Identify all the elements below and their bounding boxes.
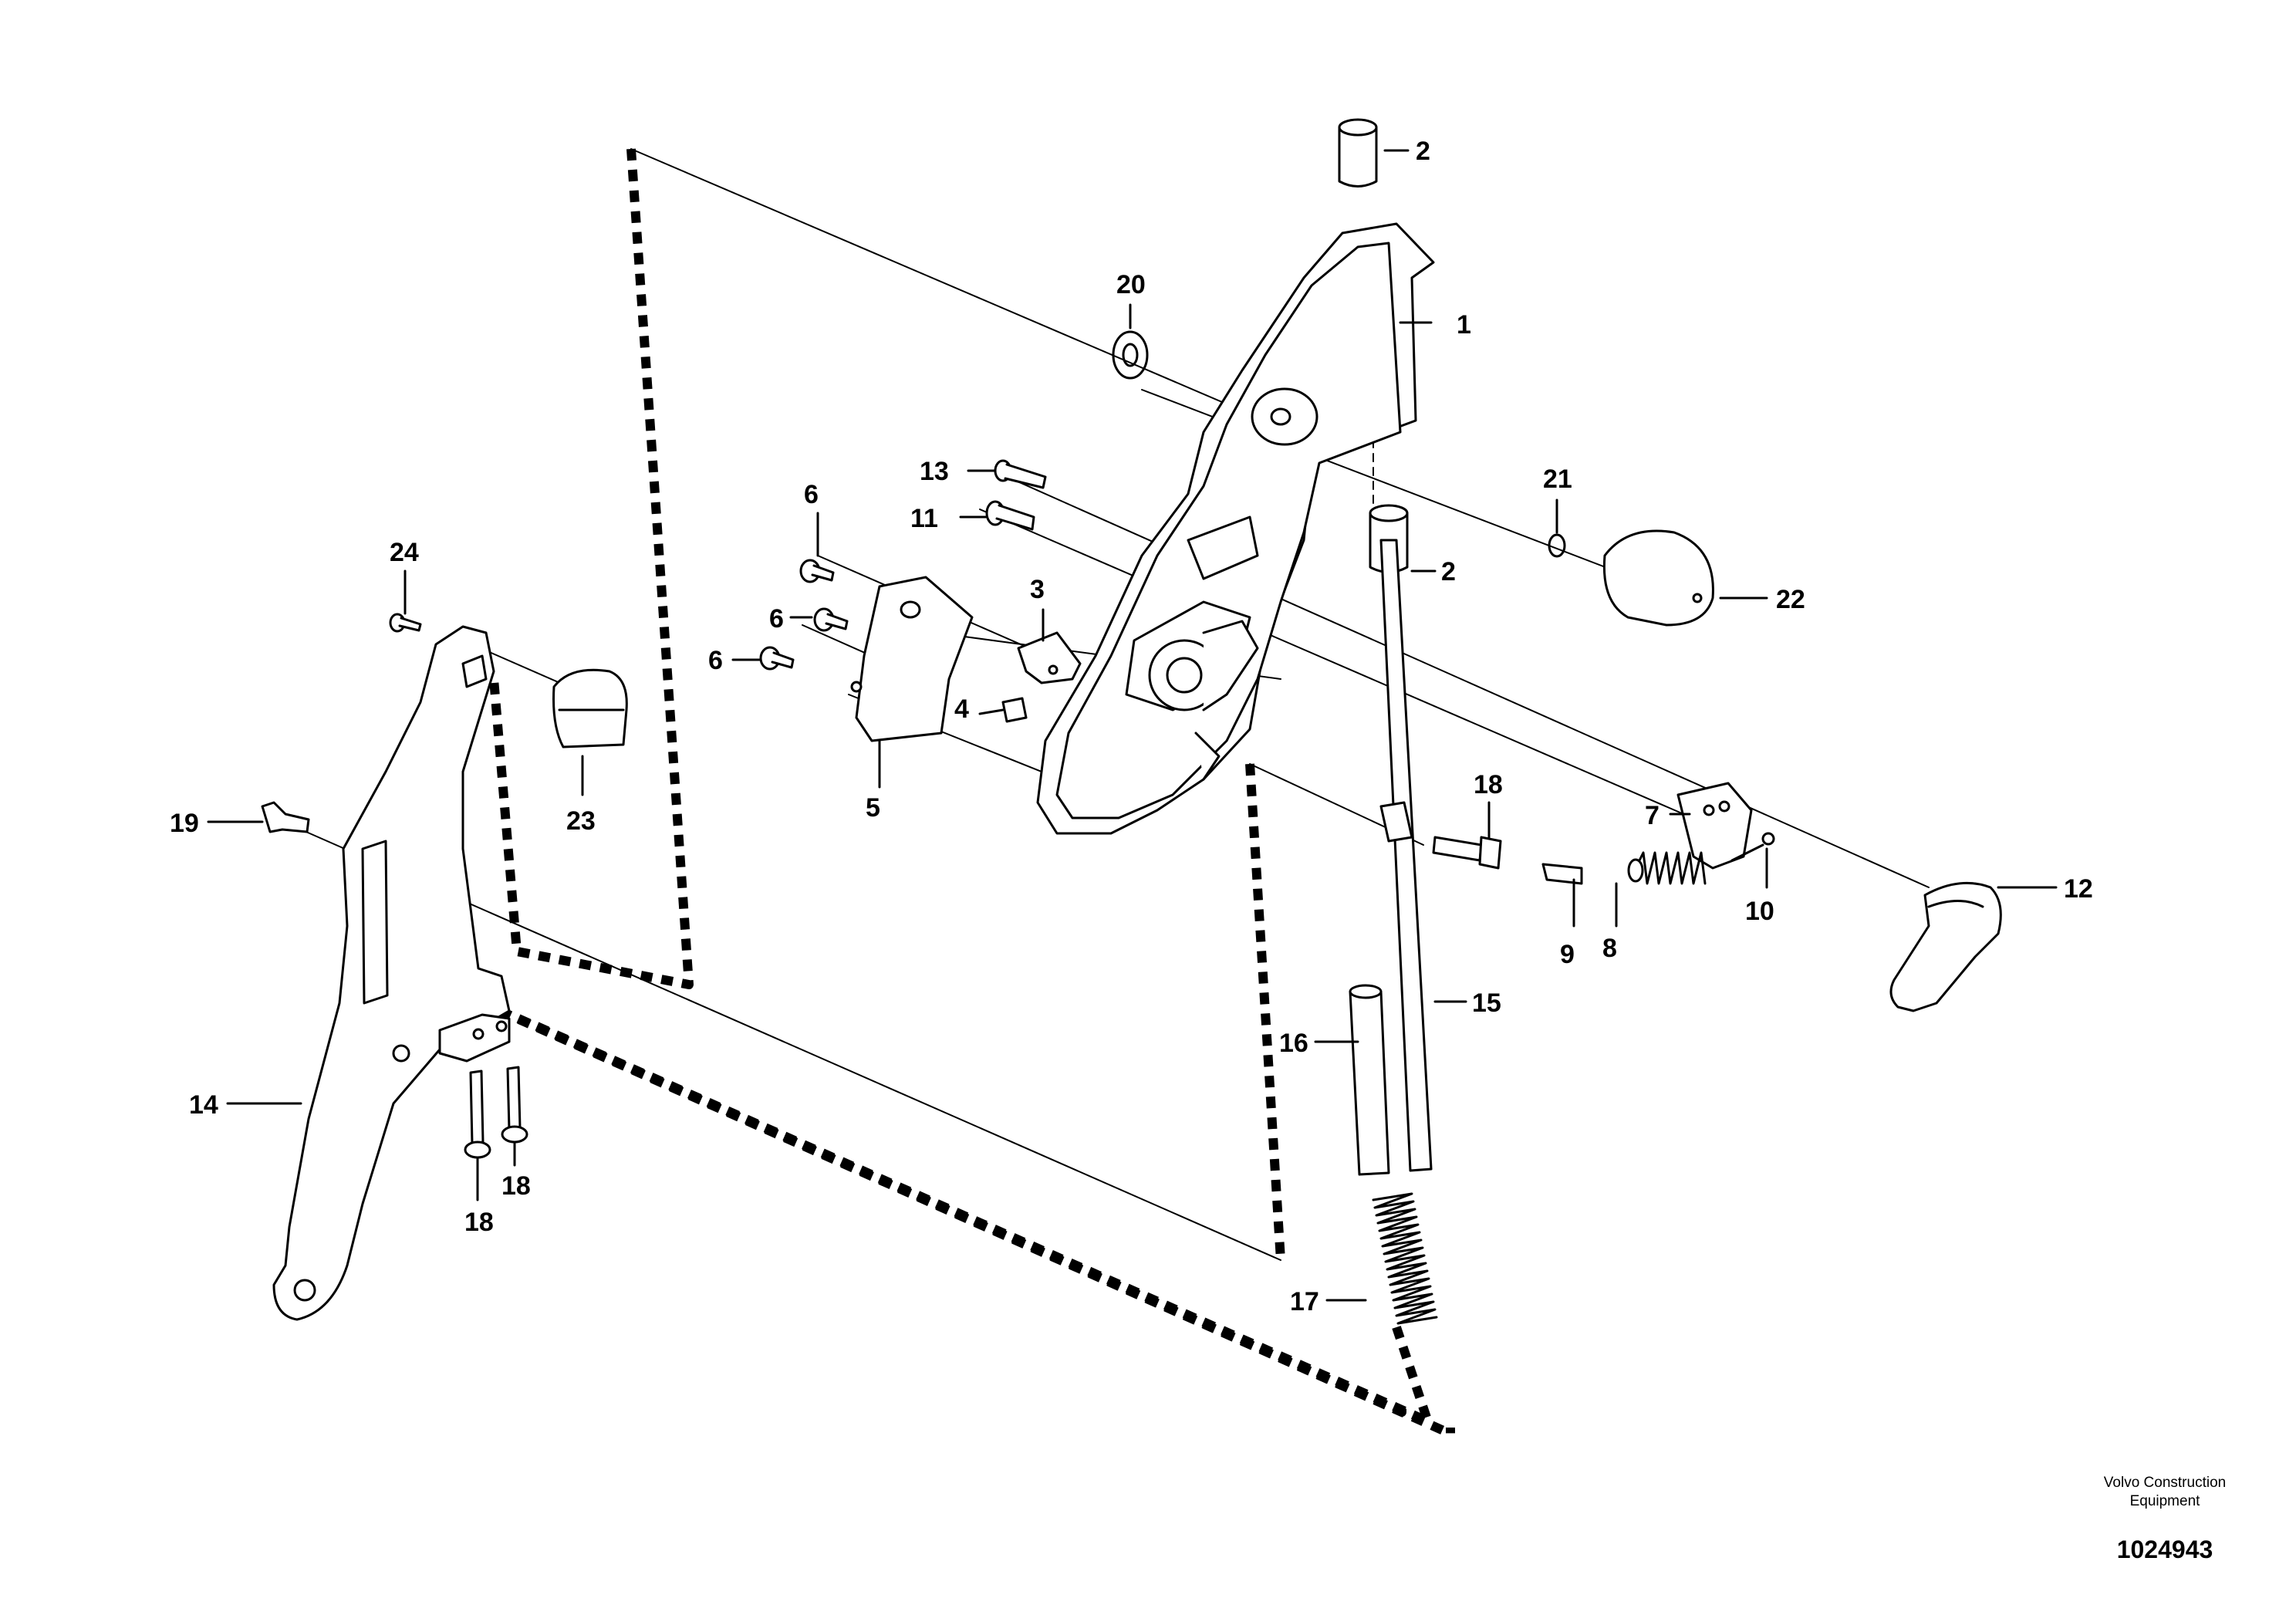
callout-6-top: 6 <box>804 480 819 509</box>
part-13-screw <box>994 459 1047 489</box>
dashed-frame-center <box>1245 763 1285 1261</box>
manufacturer-caption: Volvo Construction Equipment <box>2103 1475 2227 1509</box>
part-15-rod <box>1379 539 1433 1172</box>
dashed-frame-bottom-c <box>535 1022 1432 1427</box>
part-6-screw-a <box>799 559 835 583</box>
part-3-clip <box>1017 631 1082 684</box>
part-5-plate <box>850 576 974 742</box>
callout-15: 15 <box>1472 988 1501 1018</box>
part-23-cap <box>552 668 628 748</box>
callout-18-lower-b: 18 <box>501 1171 531 1201</box>
part-4-nut <box>1001 697 1028 723</box>
part-6-screw-b <box>813 607 849 632</box>
part-18-bolt-lower-b <box>501 1066 528 1144</box>
callout-23: 23 <box>566 806 596 836</box>
callout-labels: 1 2 2 3 4 5 6 6 6 7 8 9 10 11 12 13 14 1… <box>170 137 2093 1316</box>
callout-7: 7 <box>1645 801 1660 830</box>
callout-6-low: 6 <box>708 646 723 675</box>
callout-3: 3 <box>1030 575 1045 604</box>
callout-18-upper: 18 <box>1474 770 1503 799</box>
part-12-lever-handle <box>1889 881 2002 1012</box>
callout-4: 4 <box>954 694 969 724</box>
part-9-pin <box>1541 863 1583 885</box>
part-16-pin <box>1349 984 1390 1176</box>
callout-19: 19 <box>170 809 199 838</box>
part-8-spring <box>1627 851 1707 885</box>
callout-24: 24 <box>390 538 419 567</box>
callout-16: 16 <box>1279 1029 1308 1058</box>
part-1-console-housing <box>1036 222 1435 835</box>
part-6-screw-c <box>759 646 795 671</box>
callout-leaders <box>207 149 2058 1302</box>
callout-2-mid: 2 <box>1441 557 1456 586</box>
callout-11: 11 <box>910 504 938 533</box>
part-24-screw <box>389 613 422 633</box>
callout-10: 10 <box>1745 897 1774 926</box>
part-21-washer <box>1548 533 1566 558</box>
part-7-latch <box>1676 782 1753 870</box>
callout-22: 22 <box>1776 585 1805 614</box>
callout-8: 8 <box>1602 934 1617 963</box>
dashed-frame-left <box>489 148 694 989</box>
callout-6-mid: 6 <box>769 604 784 634</box>
part-14-bracket <box>272 625 511 1321</box>
callout-21: 21 <box>1543 465 1572 494</box>
callout-5: 5 <box>866 793 880 823</box>
part-20-washer <box>1112 330 1149 380</box>
drawing-number: 1024943 <box>2116 1536 2213 1563</box>
callout-12: 12 <box>2064 874 2093 904</box>
dashed-frame-right <box>1392 1326 1432 1421</box>
part-19-screw <box>261 801 310 833</box>
callout-20: 20 <box>1116 270 1146 299</box>
part-22-knob <box>1602 529 1714 627</box>
callout-17: 17 <box>1290 1287 1319 1316</box>
part-18-bolt-lower-a <box>464 1070 491 1159</box>
part-2-bushing-top <box>1338 118 1378 188</box>
part-17-spring <box>1372 1192 1438 1325</box>
callout-14: 14 <box>189 1090 218 1120</box>
callout-1: 1 <box>1457 310 1471 340</box>
callout-9: 9 <box>1560 940 1575 969</box>
part-18-bolt-upper <box>1432 836 1502 870</box>
part-10-pin <box>1761 832 1775 846</box>
callout-18-lower-a: 18 <box>464 1208 494 1237</box>
callout-2-top: 2 <box>1416 137 1430 166</box>
part-11-bolt <box>985 500 1035 531</box>
callout-13: 13 <box>920 457 949 486</box>
assembly-dashed-frames <box>489 148 1455 1438</box>
